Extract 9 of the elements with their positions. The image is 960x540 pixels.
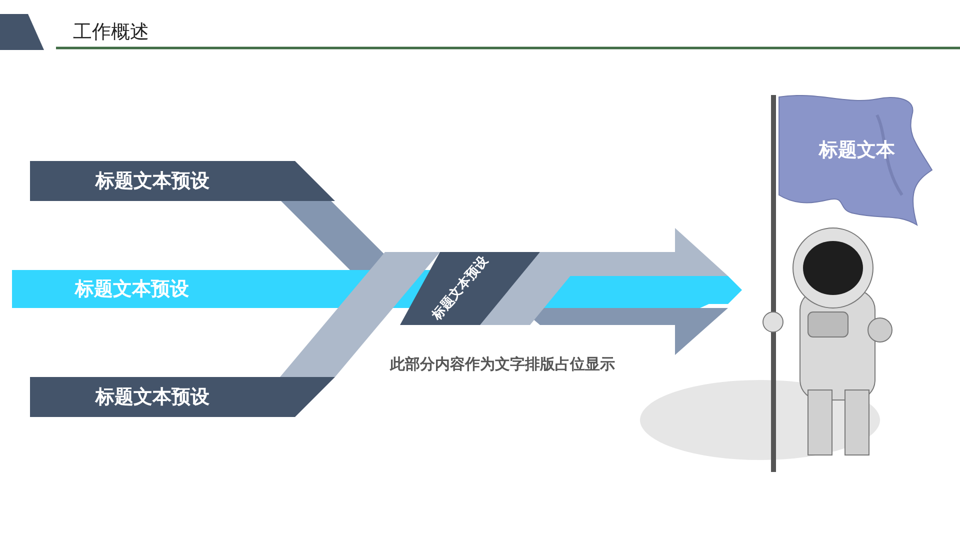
banner-text: 标题文本预设 <box>96 385 210 410</box>
page-title: 工作概述 <box>73 20 149 45</box>
banner-text: 标题文本预设 <box>428 252 492 324</box>
title-banner <box>30 161 335 201</box>
title-banner <box>30 377 335 417</box>
banner-text: 标题文本预设 <box>96 169 210 194</box>
banner-text: 标题文本 <box>819 138 895 163</box>
banner-text: 标题文本预设 <box>75 277 189 302</box>
caption-text: 此部分内容作为文字排版占位显示 <box>390 355 615 374</box>
